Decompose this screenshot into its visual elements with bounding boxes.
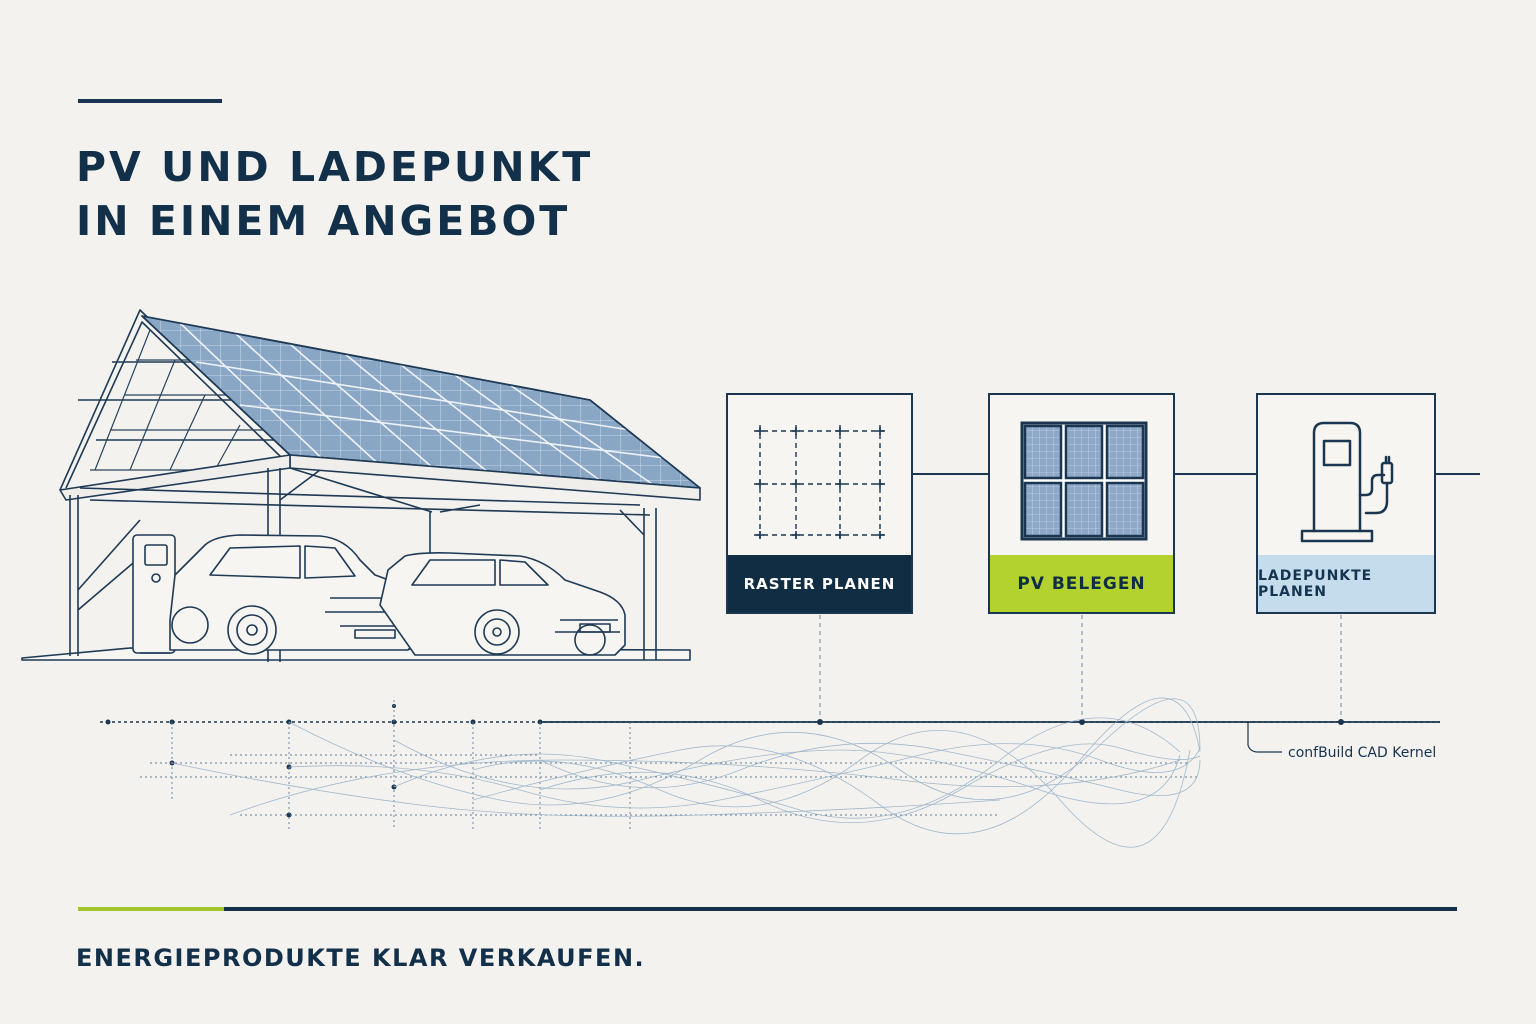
title-accent-line	[78, 99, 222, 103]
footer-divider	[224, 907, 1457, 911]
cad-kernel-label: confBuild CAD Kernel	[1288, 745, 1437, 761]
carport-illustration	[21, 309, 701, 662]
step-card-pv: PV BELEGEN	[988, 393, 1175, 614]
page-title: PV UND LADEPUNKT IN EINEM ANGEBOT	[76, 140, 593, 248]
title-line-2: IN EINEM ANGEBOT	[76, 197, 571, 245]
charging-station-icon	[1300, 421, 1394, 543]
title-line-1: PV UND LADEPUNKT	[76, 143, 594, 191]
cad-kernel-timeline	[100, 697, 1440, 848]
step-label-pv: PV BELEGEN	[990, 555, 1173, 612]
card-drop-lines	[819, 615, 1342, 722]
step-card-raster: RASTER PLANEN	[726, 393, 913, 614]
solar-panel-icon	[1020, 421, 1148, 541]
step-label-ladepunkte: LADEPUNKTE PLANEN	[1258, 555, 1434, 612]
footer-accent-green	[78, 907, 224, 911]
step-label-raster: RASTER PLANEN	[728, 555, 911, 612]
step-card-ladepunkt: LADEPUNKTE PLANEN	[1256, 393, 1436, 614]
tagline: ENERGIEPRODUKTE KLAR VERKAUFEN.	[76, 944, 646, 972]
grid-icon	[754, 425, 886, 541]
